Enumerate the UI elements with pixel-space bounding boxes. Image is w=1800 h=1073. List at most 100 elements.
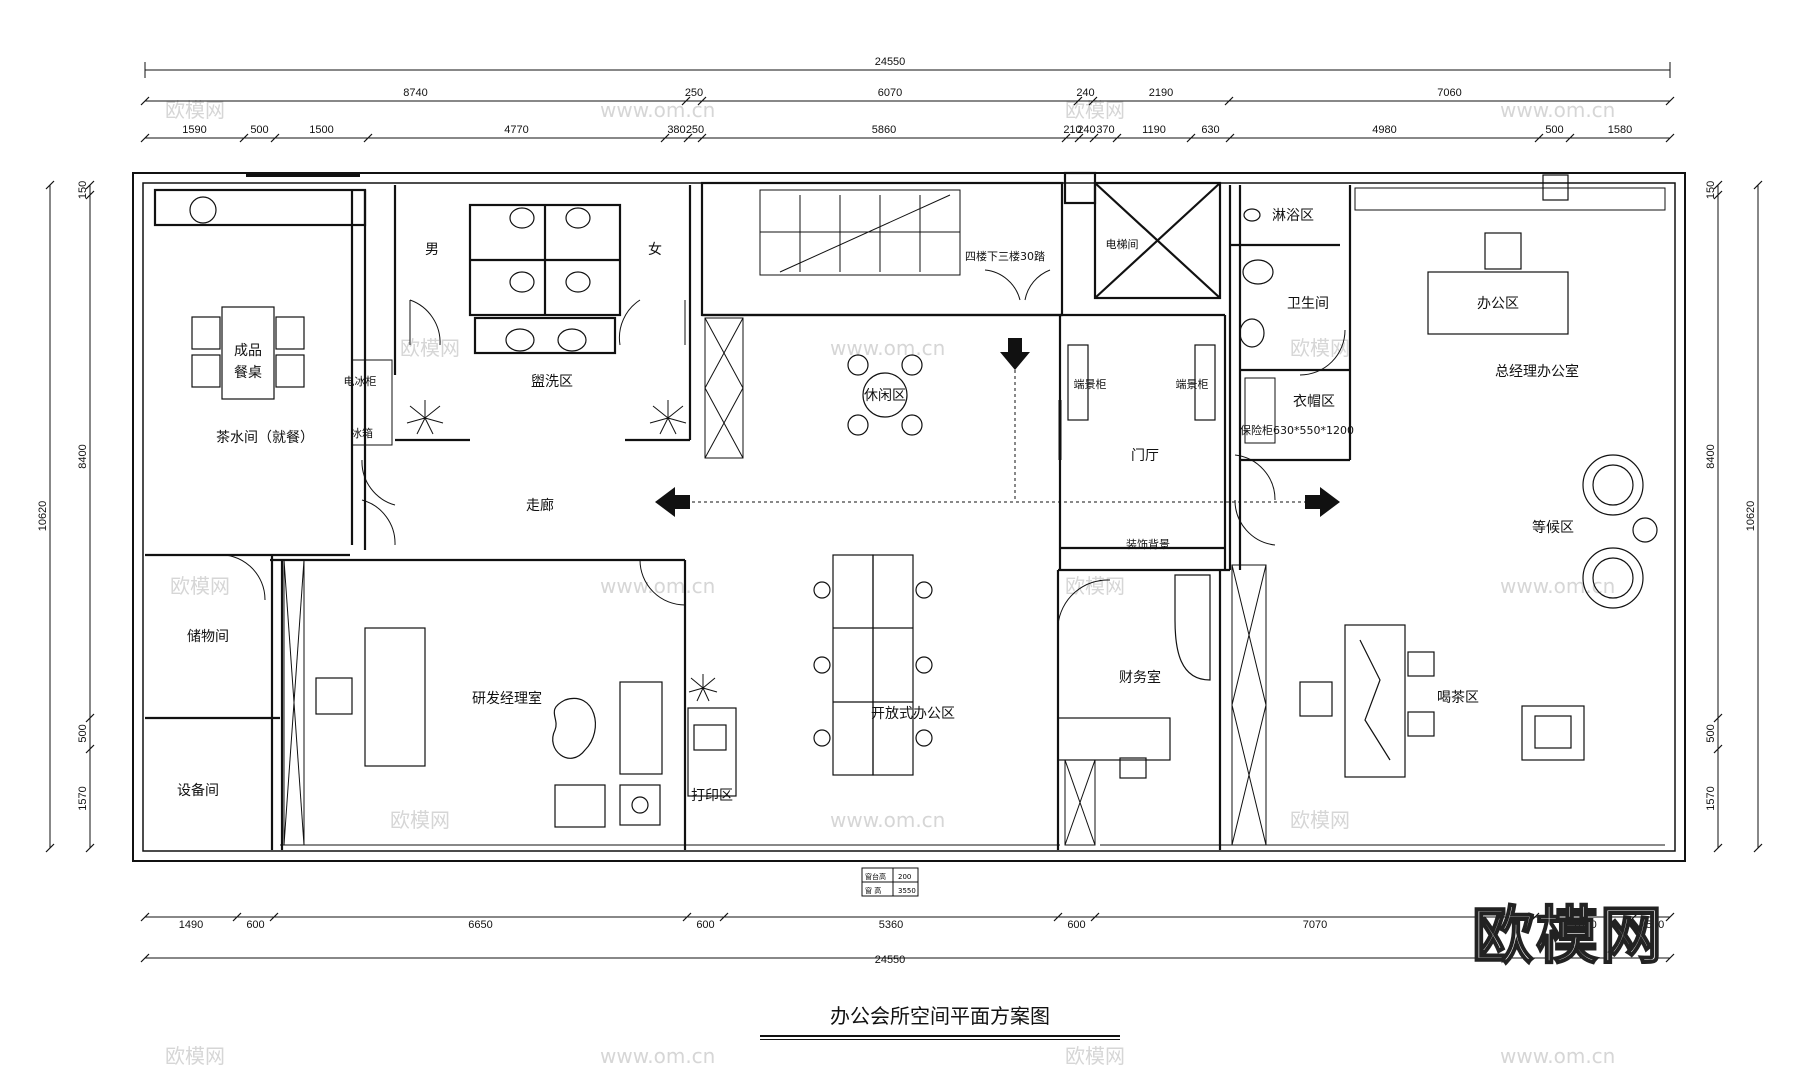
dimension-lines bbox=[49, 62, 1759, 959]
room-elevator: 电梯间 bbox=[1106, 238, 1139, 251]
dim-value: 2190 bbox=[1149, 87, 1173, 99]
dimension-tick bbox=[1073, 96, 1083, 106]
dimension-tick bbox=[1665, 96, 1675, 106]
room-office-area: 办公区 bbox=[1477, 296, 1519, 312]
watermark: 欧模网 bbox=[1065, 1044, 1125, 1068]
rd-office-furniture bbox=[315, 627, 663, 828]
dim-value: 500 bbox=[1705, 724, 1717, 742]
dim-value: 4770 bbox=[504, 124, 528, 136]
dim-left-total: 10620 bbox=[37, 501, 49, 532]
room-tea-room: 茶水间（就餐） bbox=[216, 430, 314, 446]
dim-value: 240 bbox=[1076, 87, 1094, 99]
dim-value: 600 bbox=[246, 919, 264, 931]
watermark-url: www.om.cn bbox=[600, 98, 715, 122]
sanitary-fixtures bbox=[189, 196, 1274, 352]
dimension-tick bbox=[45, 843, 55, 853]
watermark: 欧模网 bbox=[165, 1044, 225, 1068]
window-sill-label: 窗台高 bbox=[865, 872, 886, 881]
dim-value: 210 bbox=[1063, 124, 1081, 136]
dimension-tick bbox=[1713, 744, 1723, 754]
room-waiting: 等候区 bbox=[1532, 519, 1574, 536]
dim-bottom-total: 24550 bbox=[875, 954, 906, 966]
watermark-url: www.om.cn bbox=[1500, 1044, 1615, 1068]
dim-value: 8400 bbox=[1705, 444, 1717, 468]
dimension-tick bbox=[681, 96, 691, 106]
dimension-tick bbox=[269, 912, 279, 922]
dim-value: 1190 bbox=[1142, 124, 1166, 136]
cabinets bbox=[283, 187, 1666, 846]
dimension-tick bbox=[1665, 953, 1675, 963]
dim-value: 380 bbox=[667, 124, 685, 136]
dim-value: 500 bbox=[250, 124, 268, 136]
room-toilet: 卫生间 bbox=[1287, 296, 1329, 312]
dim-value: 250 bbox=[685, 87, 703, 99]
room-open-office: 开放式办公区 bbox=[871, 706, 955, 722]
window-sill-value: 200 bbox=[898, 873, 911, 881]
circulation-arrows bbox=[655, 338, 1340, 517]
dimension-tick bbox=[85, 843, 95, 853]
dimension-tick bbox=[270, 133, 280, 143]
dim-value: 1570 bbox=[77, 786, 89, 810]
gm-office-furniture bbox=[1299, 174, 1658, 778]
watermark: 欧模网 bbox=[170, 574, 230, 598]
dimension-tick bbox=[85, 713, 95, 723]
dim-value: 7060 bbox=[1437, 87, 1461, 99]
dimension-tick bbox=[1088, 96, 1098, 106]
dimension-tick bbox=[140, 953, 150, 963]
dim-value: 250 bbox=[686, 124, 704, 136]
dimension-tick bbox=[1053, 912, 1063, 922]
dimension-tick bbox=[1061, 133, 1071, 143]
dimension-tick bbox=[140, 96, 150, 106]
dimension-tick bbox=[85, 744, 95, 754]
watermark: 欧模网 bbox=[390, 808, 450, 832]
dimension-tick bbox=[45, 180, 55, 190]
room-display-left: 端景柜 bbox=[1074, 378, 1107, 391]
dimension-tick bbox=[719, 912, 729, 922]
room-print: 打印区 bbox=[691, 787, 733, 804]
watermark: 欧模网 bbox=[1065, 574, 1125, 598]
dim-value: 4980 bbox=[1372, 124, 1396, 136]
dim-value: 8400 bbox=[77, 444, 89, 468]
doors[interactable] bbox=[214, 269, 1346, 626]
dim-value: 240 bbox=[1077, 124, 1095, 136]
dim-value: 6650 bbox=[468, 919, 492, 931]
dimension-tick bbox=[697, 96, 707, 106]
watermark: 欧模网 bbox=[165, 98, 225, 122]
room-men: 男 bbox=[425, 242, 439, 258]
dimension-tick bbox=[1713, 190, 1723, 200]
dimension-tick bbox=[85, 180, 95, 190]
watermarks: 欧模网 www.om.cn 欧模网 www.om.cn 欧模网 www.om.c… bbox=[165, 98, 1615, 1068]
dim-value: 150 bbox=[77, 181, 89, 199]
room-deco-wall: 装饰背景 bbox=[1126, 537, 1170, 551]
dimension-tick bbox=[683, 133, 693, 143]
leisure-table bbox=[847, 354, 923, 436]
dimension-tick bbox=[660, 133, 670, 143]
dim-value: 1580 bbox=[1608, 124, 1632, 136]
staircase bbox=[759, 189, 961, 276]
room-ice: 冰箱 bbox=[351, 426, 373, 440]
dim-right-total: 10620 bbox=[1745, 501, 1757, 532]
windows bbox=[246, 173, 1665, 846]
room-fridge: 电冰柜 bbox=[344, 375, 377, 388]
dimension-tick bbox=[85, 190, 95, 200]
stairs-note: 四楼下三楼30踏 bbox=[965, 249, 1045, 263]
dimension-tick bbox=[1112, 133, 1122, 143]
dimension-tick bbox=[1713, 713, 1723, 723]
dimension-tick bbox=[1713, 180, 1723, 190]
watermark: 欧模网 bbox=[1290, 336, 1350, 360]
dim-value: 630 bbox=[1201, 124, 1219, 136]
dimension-tick bbox=[1629, 912, 1639, 922]
plants bbox=[406, 400, 718, 702]
room-finance: 财务室 bbox=[1119, 669, 1161, 686]
room-safe: 保险柜630*550*1200 bbox=[1240, 423, 1354, 437]
dim-value: 150 bbox=[1705, 181, 1717, 199]
plan-title: 办公会所空间平面方案图 bbox=[760, 1000, 1120, 1040]
interior-walls bbox=[145, 171, 1352, 850]
dim-value: 370 bbox=[1096, 124, 1114, 136]
dim-value: 1580 bbox=[1640, 919, 1664, 931]
dim-top-total: 24550 bbox=[875, 56, 906, 68]
display-cabinets bbox=[1067, 344, 1216, 421]
